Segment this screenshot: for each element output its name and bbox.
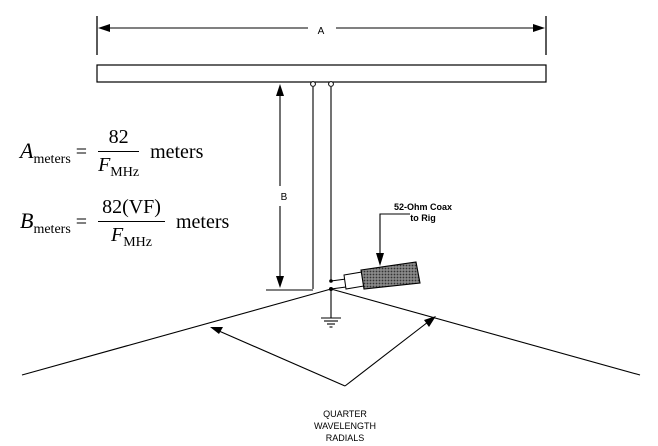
formula-a-numerator: 82 [98,126,140,152]
formula-b-denominator-variable: F [111,224,124,246]
formula-b-subscript: meters [33,222,71,238]
formula-a-fraction: 82 FMHz [98,126,140,181]
radials-label-line-3: RADIALS [326,433,365,443]
dimension-b-arrow-top [276,84,284,96]
formula-b-numerator: 82(VF) [98,196,165,222]
coax-label-line-2: to Rig [410,213,436,223]
formula-b: Bmeters = 82(VF) FMHz meters [20,196,229,251]
formula-b-denominator: FMHz [98,222,165,251]
radials-arrow-right-head [424,316,436,327]
dimension-a [96,16,547,55]
coax-jacket [360,261,421,290]
radial-right [330,288,641,376]
formula-a-subscript: meters [33,152,71,168]
coax-center-conductor [330,278,347,282]
formula-b-variable: B [20,208,34,234]
feed-terminal-right [328,81,334,87]
formula-a-denominator-variable: F [98,154,111,176]
formula-a: Ameters = 82 FMHz meters [20,126,203,181]
formula-a-variable: A [20,138,34,164]
coax-label-line-1: 52-Ohm Coax [394,202,452,212]
formula-a-denominator: FMHz [98,152,139,181]
formula-a-equals: = [75,141,88,164]
formula-b-fraction: 82(VF) FMHz [98,196,165,251]
radials-label-line-1: QUARTER [323,409,367,419]
dimension-a-label: A [318,26,325,37]
formula-b-unit: meters [175,211,230,234]
coax-dielectric [343,271,365,290]
coax-cable [330,261,421,290]
dimension-b [266,84,313,291]
radials-label-line-2: WAVELENGTH [314,421,376,431]
formula-a-unit: meters [150,141,204,164]
radials-pointer-arrows [210,316,436,387]
radials-arrow-left-head [210,327,223,334]
dimension-a-arrow-left [98,24,110,32]
coax-pointer-arrow [376,213,410,266]
formula-b-denominator-subscript: MHz [123,235,152,250]
radials-arrow-left-shaft [218,330,346,387]
formula-b-equals: = [75,211,88,234]
ground-symbol [321,289,341,328]
dimension-b-arrow-bottom [276,276,284,288]
horizontal-element [96,64,547,83]
radial-left [21,288,332,376]
dimension-b-label: B [281,192,288,203]
feed-terminal-left [310,81,316,87]
dimension-a-arrow-right [533,24,545,32]
coax-shield-lead [330,286,347,290]
radials-arrow-right-shaft [344,321,429,387]
formula-a-denominator-subscript: MHz [110,165,140,180]
